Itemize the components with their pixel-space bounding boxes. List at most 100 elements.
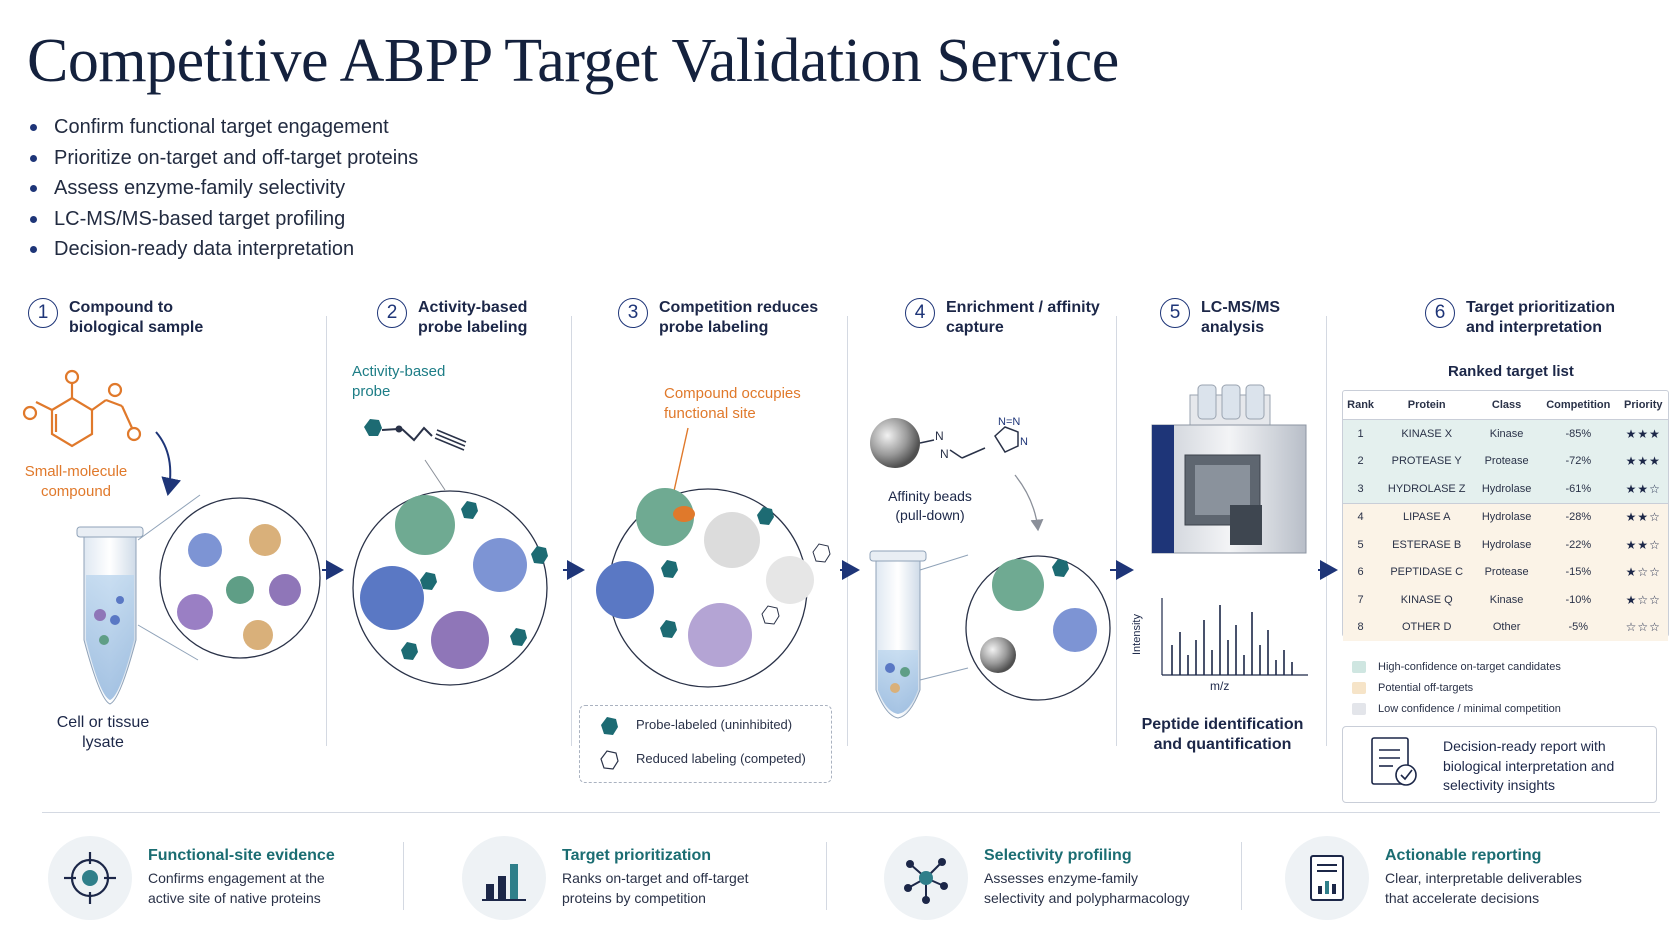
cell-class: Hydrolase <box>1475 502 1538 531</box>
cell-competition: -15% <box>1537 558 1619 586</box>
key-item: Potential off-targets <box>1352 677 1561 698</box>
svg-text:N: N <box>1020 436 1028 448</box>
bullet-item: Confirm functional target engagement <box>28 112 418 143</box>
mass-spectrum-icon <box>1161 598 1308 676</box>
step-number: 1 <box>28 298 58 328</box>
col-rank: Rank <box>1343 391 1379 420</box>
cell-competition: -10% <box>1537 586 1619 614</box>
bullet-item: LC-MS/MS-based target profiling <box>28 204 418 235</box>
cell-class: Kinase <box>1475 419 1538 448</box>
cell-priority: ★★☆ <box>1618 475 1668 503</box>
cell-priority: ★★★ <box>1618 419 1668 448</box>
labeling-legend: Probe-labeled (uninhibited) Reduced labe… <box>579 705 832 783</box>
column-divider <box>1116 316 1117 746</box>
activity-based-probe-icon <box>364 419 467 451</box>
lysate-tube-icon <box>76 526 144 705</box>
feature-target-prioritization: Target prioritization Ranks on-target an… <box>462 836 749 920</box>
small-molecule-label: Small-molecule compound <box>24 463 128 500</box>
ranked-target-table: Rank Protein Class Competition Priority … <box>1342 390 1669 641</box>
cell-protein: PEPTIDASE C <box>1378 558 1476 586</box>
col-class: Class <box>1475 391 1538 420</box>
cell-class: Hydrolase <box>1475 531 1538 559</box>
bullet-item: Decision-ready data interpretation <box>28 234 418 265</box>
cell-protein: LIPASE A <box>1378 502 1476 531</box>
enrichment-tube-icon <box>869 550 927 719</box>
labeled-protein-icon <box>360 495 548 669</box>
labeled-star-icon <box>601 717 618 735</box>
svg-text:N: N <box>940 447 949 461</box>
cell-rank: 1 <box>1343 419 1379 448</box>
confidence-key: High-confidence on-target candidates Pot… <box>1352 656 1561 719</box>
feature-title: Selectivity profiling <box>984 847 1132 864</box>
cell-rank: 2 <box>1343 447 1379 475</box>
cell-competition: -22% <box>1537 531 1619 559</box>
column-divider <box>326 316 327 746</box>
step-6-header: 6 Target prioritization and interpretati… <box>1425 298 1615 338</box>
step-2-header: 2 Activity-based probe labeling <box>377 298 527 338</box>
cell-competition: -85% <box>1537 419 1619 448</box>
step-number: 6 <box>1425 298 1455 328</box>
legend-item-labeled: Probe-labeled (uninhibited) <box>636 717 793 732</box>
cell-protein: ESTERASE B <box>1378 531 1476 559</box>
step-3-header: 3 Competition reduces probe labeling <box>618 298 818 338</box>
feature-bullet-list: Confirm functional target engagement Pri… <box>28 112 418 265</box>
probe-label: Activity-based probe <box>352 363 446 400</box>
bar-chart-icon <box>462 836 546 920</box>
mz-axis-label: m/z <box>1210 679 1230 693</box>
report-icon <box>1285 836 1369 920</box>
step-number: 5 <box>1160 298 1190 328</box>
key-item: Low confidence / minimal competition <box>1352 698 1561 719</box>
cell-class: Hydrolase <box>1475 475 1538 503</box>
step-label: LC-MS/MS analysis <box>1201 299 1281 336</box>
step-number: 4 <box>905 298 935 328</box>
cell-class: Kinase <box>1475 586 1538 614</box>
step-label: Target prioritization and interpretation <box>1466 299 1616 336</box>
feature-divider <box>403 842 404 910</box>
affinity-bead-icon <box>870 418 920 468</box>
feature-desc: Confirms engagement at the active site o… <box>148 870 325 906</box>
feature-title: Target prioritization <box>562 847 712 864</box>
feature-divider <box>826 842 827 910</box>
column-divider <box>1326 316 1327 746</box>
cell-rank: 8 <box>1343 613 1379 641</box>
lysate-label: Cell or tissue lysate <box>56 714 150 751</box>
legend-item-reduced: Reduced labeling (competed) <box>636 751 806 766</box>
cell-protein: KINASE X <box>1378 419 1476 448</box>
cell-competition: -61% <box>1537 475 1619 503</box>
col-priority: Priority <box>1618 391 1668 420</box>
intensity-axis-label: Intensity <box>1131 614 1143 655</box>
cell-priority: ★☆☆ <box>1618 558 1668 586</box>
cell-priority: ★★☆ <box>1618 502 1668 531</box>
network-icon <box>884 836 968 920</box>
protein-cluster-icon <box>177 524 301 650</box>
report-box: Decision-ready report with biological in… <box>1342 726 1657 803</box>
step-label: Compound to biological sample <box>69 299 204 336</box>
cell-priority: ★★★ <box>1618 447 1668 475</box>
column-divider <box>571 316 572 746</box>
col-competition: Competition <box>1537 391 1619 420</box>
beads-label: Affinity beads (pull-down) <box>888 488 972 523</box>
feature-selectivity-profiling: Selectivity profiling Assesses enzyme-fa… <box>884 836 1189 920</box>
ranked-list-title: Ranked target list <box>1448 363 1574 380</box>
cell-protein: KINASE Q <box>1378 586 1476 614</box>
cell-protein: HYDROLASE Z <box>1378 475 1476 503</box>
feature-divider <box>1241 842 1242 910</box>
peptide-label: Peptide identification and quantificatio… <box>1141 716 1304 753</box>
compound-molecule-icon <box>22 369 142 448</box>
cell-rank: 7 <box>1343 586 1379 614</box>
col-protein: Protein <box>1378 391 1476 420</box>
cell-class: Other <box>1475 613 1538 641</box>
cell-competition: -5% <box>1537 613 1619 641</box>
cell-priority: ★★☆ <box>1618 531 1668 559</box>
cell-class: Protease <box>1475 447 1538 475</box>
step-1-header: 1 Compound to biological sample <box>28 298 203 338</box>
key-item: High-confidence on-target candidates <box>1352 656 1561 677</box>
page-title: Competitive ABPP Target Validation Servi… <box>27 27 1119 95</box>
